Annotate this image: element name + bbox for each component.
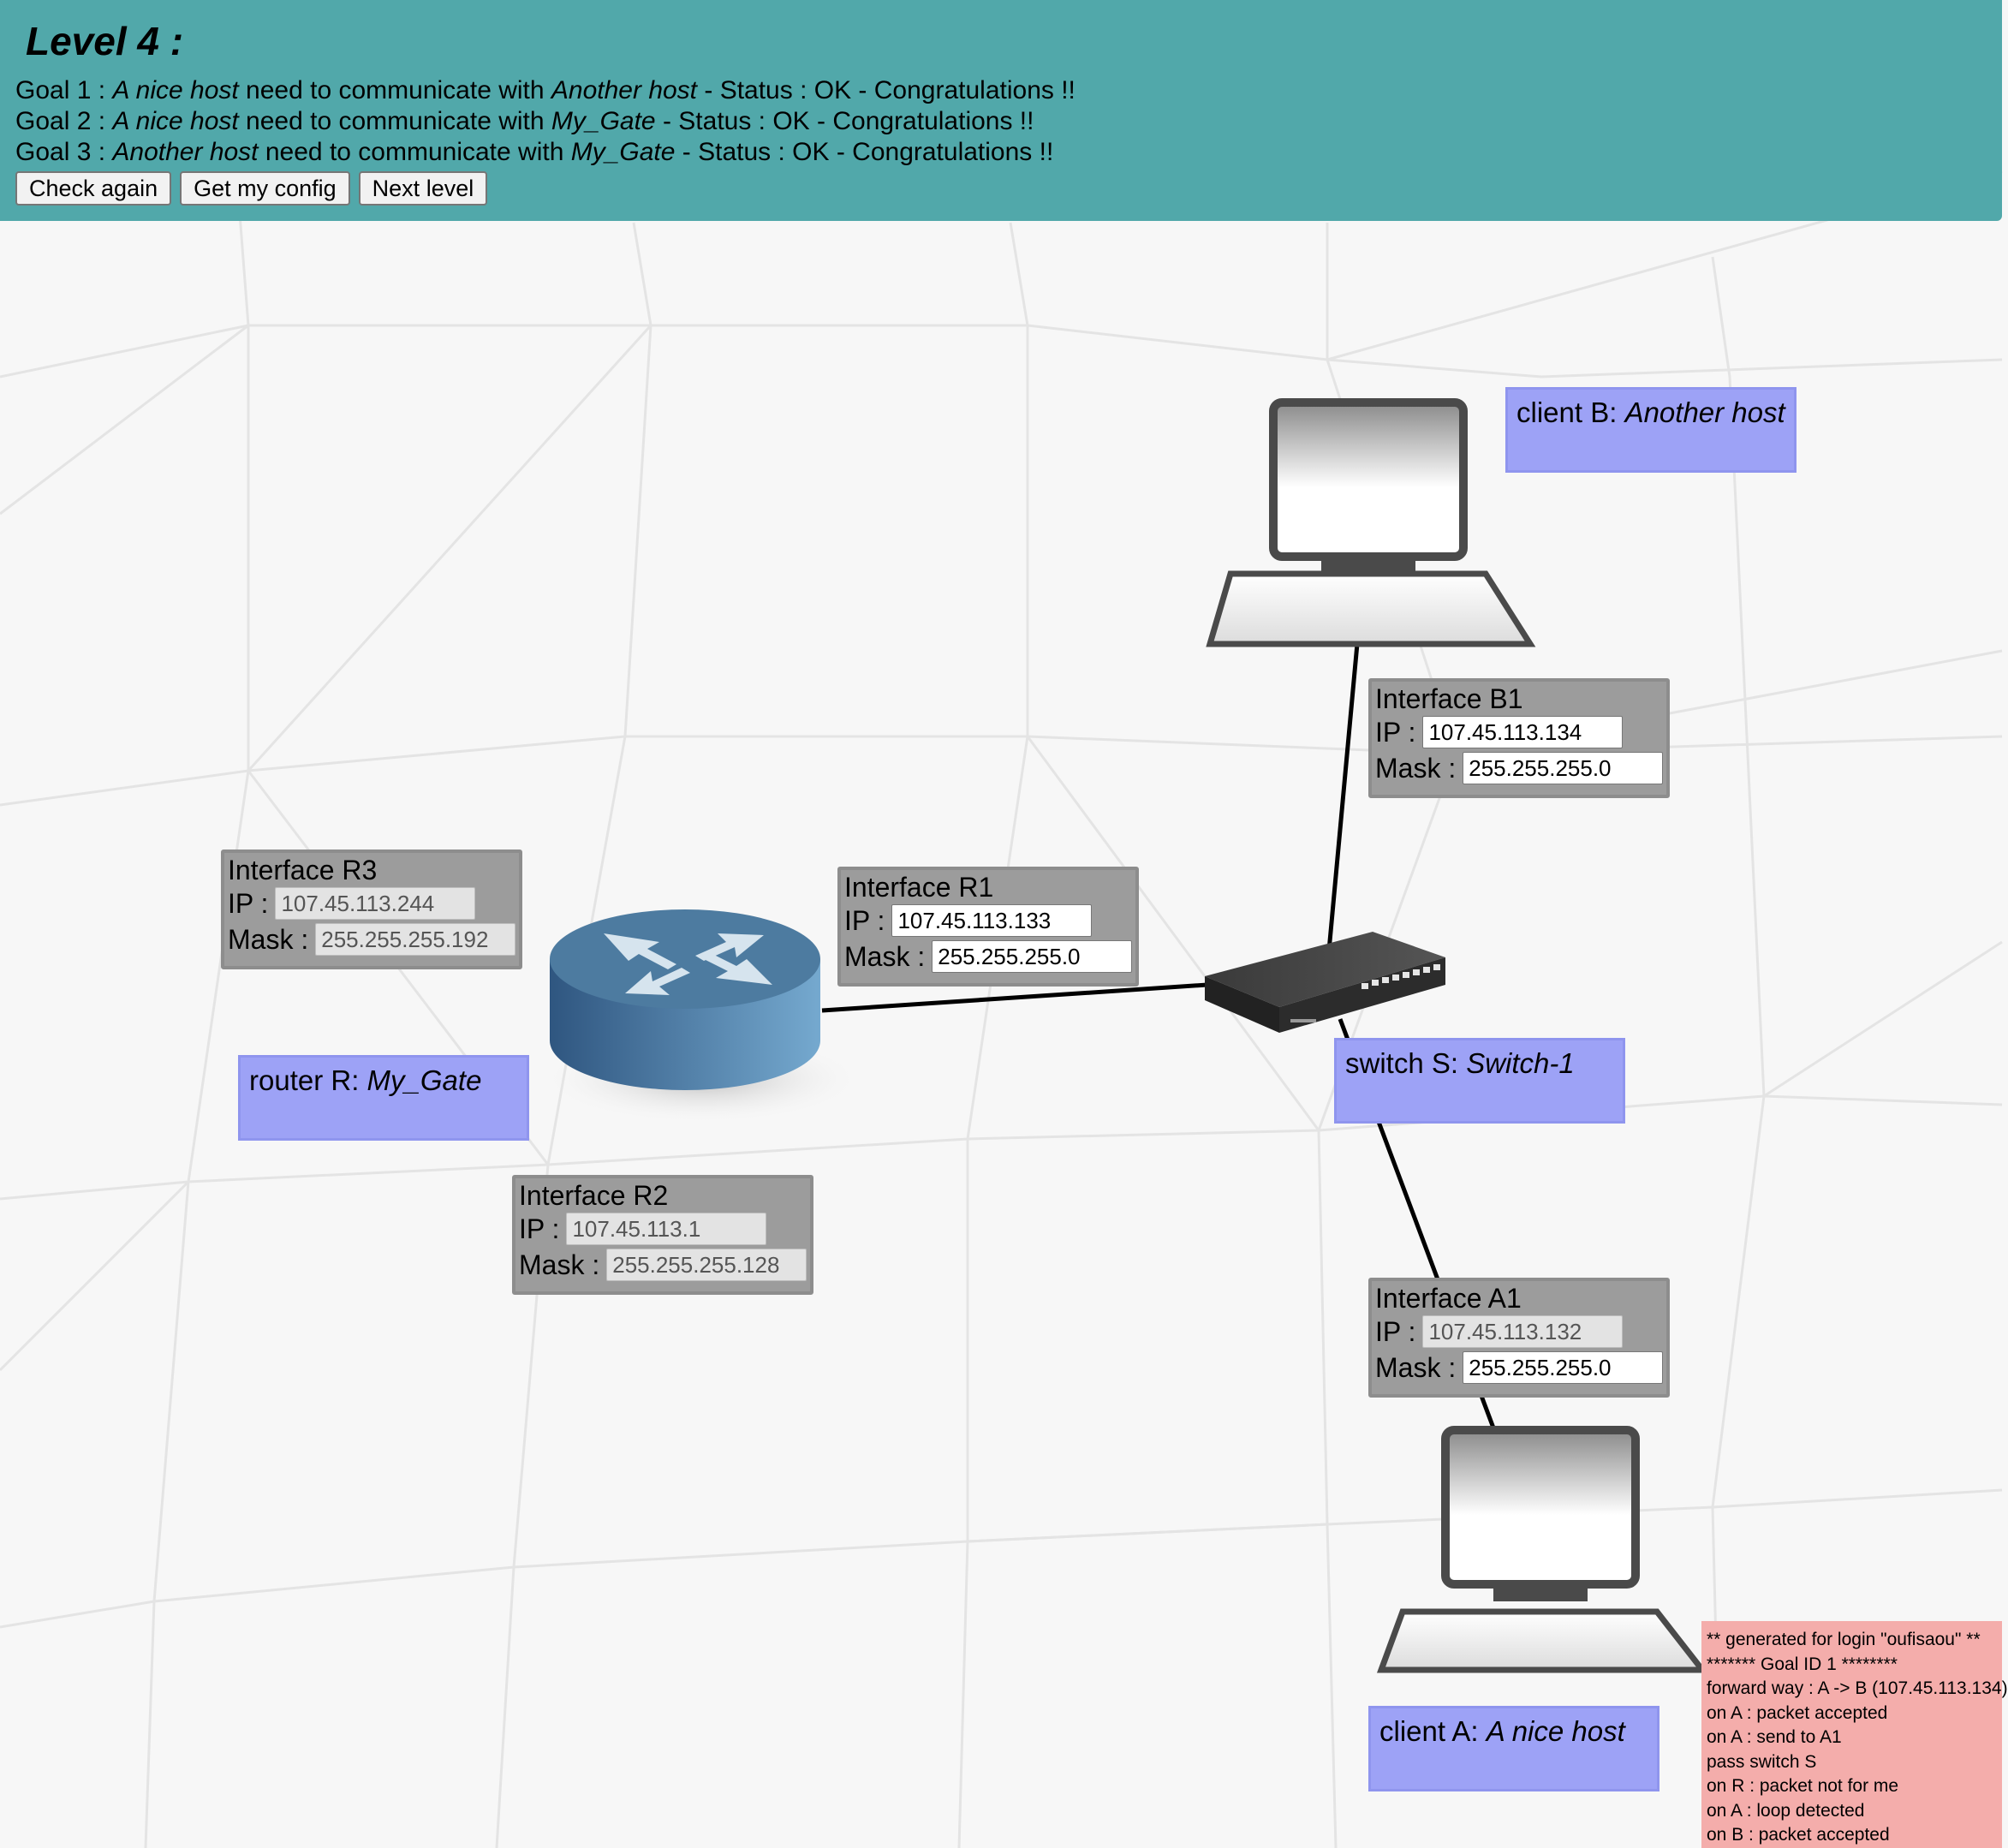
log-line: on A : loop detected bbox=[1707, 1800, 1865, 1821]
ip-label: IP : bbox=[1375, 1315, 1416, 1347]
client-b-label[interactable]: client B: Another host bbox=[1505, 387, 1796, 473]
client-a-label[interactable]: client A: A nice host bbox=[1368, 1706, 1659, 1791]
ip-label: IP : bbox=[844, 904, 885, 936]
cable-router-switch bbox=[821, 982, 1208, 1013]
interface-b1-panel: Interface B1 IP : Mask : bbox=[1368, 678, 1670, 798]
goal-line-3: Goal 3 : Another host need to communicat… bbox=[15, 138, 1054, 166]
interface-r1-title: Interface R1 bbox=[844, 872, 994, 903]
log-line: on B : packet accepted bbox=[1707, 1825, 1890, 1845]
mask-label: Mask : bbox=[228, 923, 309, 955]
mask-label: Mask : bbox=[1375, 1351, 1457, 1383]
log-line: on R : packet not for me bbox=[1707, 1776, 1899, 1796]
log-line: pass switch S bbox=[1707, 1751, 1817, 1772]
interface-b1-title: Interface B1 bbox=[1375, 683, 1523, 714]
log-line: on A : packet accepted bbox=[1707, 1702, 1888, 1723]
switch-icon[interactable] bbox=[1205, 932, 1445, 1033]
ip-label: IP : bbox=[228, 887, 269, 919]
interface-r3-mask-input bbox=[315, 923, 516, 956]
interface-r2-title: Interface R2 bbox=[519, 1180, 669, 1211]
level-title: Level 4 : bbox=[26, 19, 184, 63]
check-again-button[interactable]: Check again bbox=[15, 171, 172, 206]
trace-log-panel[interactable]: ** generated for login "oufisaou" ** ***… bbox=[1701, 1621, 2008, 1848]
interface-r3-panel: Interface R3 IP : Mask : bbox=[221, 849, 522, 969]
get-config-button[interactable]: Get my config bbox=[180, 171, 350, 206]
ip-label: IP : bbox=[1375, 716, 1416, 748]
interface-r1-panel: Interface R1 IP : Mask : bbox=[837, 867, 1139, 987]
interface-a1-title: Interface A1 bbox=[1375, 1283, 1522, 1314]
goal-line-2: Goal 2 : A nice host need to communicate… bbox=[15, 107, 1034, 135]
log-line: forward way : A -> B (107.45.113.134) bbox=[1707, 1678, 2008, 1698]
ip-label: IP : bbox=[519, 1213, 560, 1244]
mask-label: Mask : bbox=[1375, 752, 1457, 784]
interface-a1-ip-input bbox=[1422, 1315, 1624, 1348]
interface-r2-ip-input bbox=[566, 1213, 767, 1245]
next-level-button[interactable]: Next level bbox=[358, 171, 488, 206]
interface-r1-mask-input[interactable] bbox=[932, 940, 1133, 973]
router-label[interactable]: router R: My_Gate bbox=[238, 1055, 529, 1141]
log-line: ******* Goal ID 1 ******** bbox=[1707, 1654, 1898, 1674]
interface-b1-ip-input[interactable] bbox=[1422, 716, 1624, 748]
log-line: on A : send to A1 bbox=[1707, 1727, 1842, 1747]
mask-label: Mask : bbox=[519, 1249, 600, 1280]
level-header: Level 4 : Goal 1 : A nice host need to c… bbox=[0, 0, 2002, 221]
interface-r3-ip-input bbox=[275, 887, 476, 920]
switch-label[interactable]: switch S: Switch-1 bbox=[1334, 1038, 1625, 1124]
computer-b-icon[interactable] bbox=[1206, 398, 1536, 647]
interface-a1-panel: Interface A1 IP : Mask : bbox=[1368, 1278, 1670, 1398]
log-line: ** generated for login "oufisaou" ** bbox=[1707, 1630, 1981, 1649]
router-icon[interactable] bbox=[548, 909, 856, 1122]
interface-r1-ip-input[interactable] bbox=[891, 904, 1093, 937]
goal-line-1: Goal 1 : A nice host need to communicate… bbox=[15, 76, 1076, 104]
computer-a-icon[interactable] bbox=[1376, 1426, 1709, 1673]
interface-r3-title: Interface R3 bbox=[228, 855, 378, 885]
interface-b1-mask-input[interactable] bbox=[1463, 752, 1664, 784]
mask-label: Mask : bbox=[844, 940, 926, 972]
interface-r2-mask-input bbox=[606, 1249, 807, 1281]
interface-r2-panel: Interface R2 IP : Mask : bbox=[512, 1175, 813, 1295]
interface-a1-mask-input[interactable] bbox=[1463, 1351, 1664, 1384]
